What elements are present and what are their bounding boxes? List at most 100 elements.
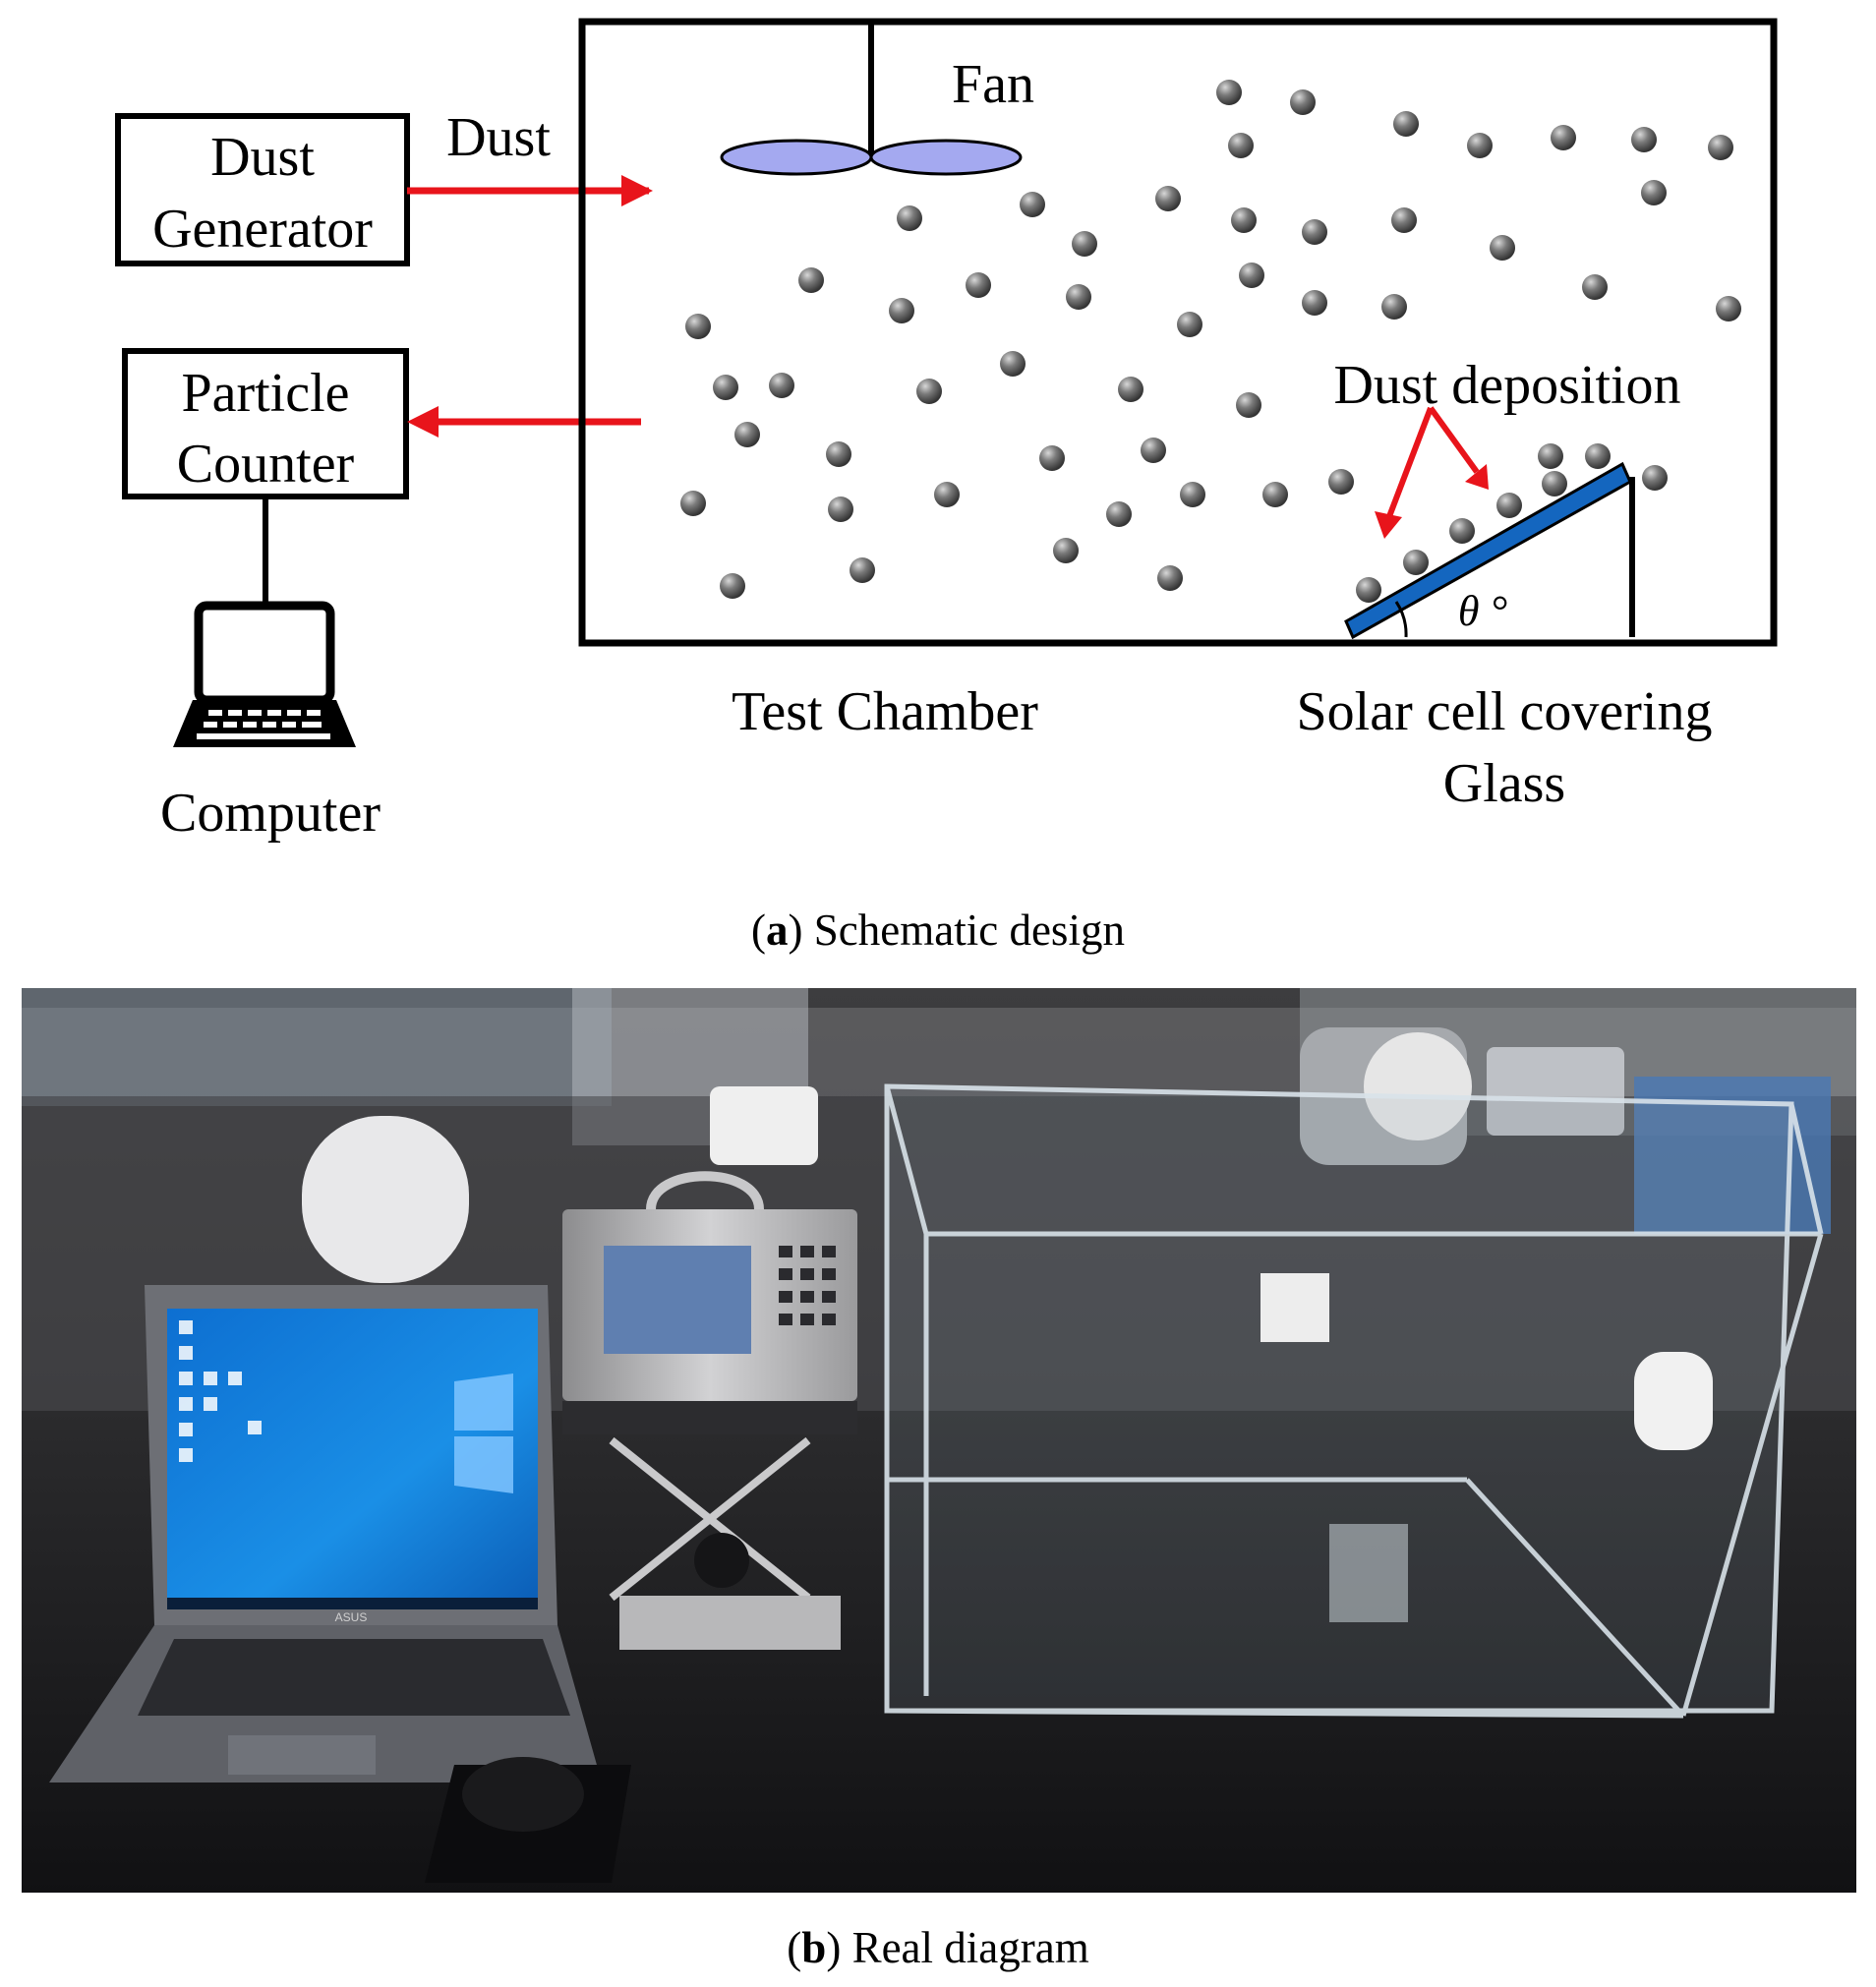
fan-blade-left (720, 139, 873, 176)
dust-particle (1020, 192, 1045, 217)
dust-generator-label-line2: Generator (152, 199, 373, 260)
deposition-arrows (1375, 406, 1489, 539)
caption-a-letter: a (766, 906, 789, 955)
dust-particle (1449, 518, 1475, 544)
computer-label: Computer (160, 783, 381, 844)
particle-counter-box: Particle Counter (122, 348, 409, 499)
dust-particle (1106, 501, 1132, 527)
dust-deposition-label: Dust deposition (1333, 355, 1680, 416)
dust-particle (966, 272, 991, 298)
dust-particle (1403, 550, 1429, 575)
dust-particle (769, 373, 794, 398)
dust-particle (934, 482, 960, 507)
dust-particle (916, 379, 942, 404)
caption-a: (a) Schematic design (751, 906, 1125, 955)
particle-counter-label-line1: Particle (181, 363, 349, 424)
caption-b: (b) Real diagram (787, 1923, 1089, 1972)
particle-counter-display (604, 1246, 751, 1354)
dust-particle (685, 314, 711, 339)
sample-output-arrow-head (407, 406, 439, 438)
dust-particle (1496, 493, 1522, 518)
dust-particle (1356, 577, 1381, 603)
dust-particle (1072, 231, 1097, 257)
dust-particle (1302, 290, 1327, 316)
solar-glass-panel (1344, 461, 1632, 640)
dust-arrow-label: Dust (446, 107, 551, 168)
dust-particle (1231, 207, 1257, 233)
white-bottle (302, 1116, 469, 1283)
caption-b-letter: b (801, 1923, 827, 1972)
dust-particle (1582, 274, 1608, 300)
dust-particle (1216, 80, 1242, 105)
fan (720, 22, 1023, 176)
dust-particle (850, 557, 875, 583)
angle-arc (1394, 601, 1408, 638)
dust-particle (1180, 482, 1205, 507)
dust-particle (1066, 284, 1091, 310)
dust-particle (1236, 392, 1261, 418)
solar-glass-label-line1: Solar cell covering (1297, 681, 1713, 742)
dust-particle (1641, 180, 1667, 205)
particle-counter-label-line2: Counter (177, 434, 355, 495)
caption-a-text: Schematic design (802, 906, 1125, 955)
dust-particle (1585, 443, 1611, 469)
dust-particle (1141, 438, 1166, 463)
dust-particles (680, 80, 1741, 603)
dust-particle (1391, 207, 1417, 233)
lab-jack-knob (694, 1533, 749, 1588)
dust-particle (1302, 219, 1327, 245)
test-chamber-label: Test Chamber (732, 681, 1038, 742)
acrylic-test-chamber (884, 1083, 1824, 1719)
dust-particle (734, 422, 760, 447)
dust-particle (1039, 445, 1065, 471)
dust-particle (897, 205, 922, 231)
dust-particle (1716, 296, 1741, 321)
dust-particle (720, 573, 745, 599)
computer-icon (173, 601, 356, 747)
dust-particle (1642, 465, 1668, 491)
power-strip (1260, 1273, 1329, 1342)
schematic-diagram: Dust Generator Particle Counter Computer… (115, 18, 1778, 844)
dust-particle (1551, 125, 1576, 150)
dust-input-arrow-head (621, 175, 653, 206)
dust-particle (713, 375, 738, 400)
fan-blade-right (869, 139, 1023, 176)
dust-particle (1631, 127, 1657, 152)
dust-particle (1000, 351, 1026, 377)
dust-particle (1262, 482, 1288, 507)
dust-particle (1542, 471, 1567, 497)
dust-particle (680, 491, 706, 516)
dust-particle (1177, 312, 1202, 337)
dust-particle (1239, 263, 1264, 288)
caption-b-text: Real diagram (841, 1923, 1089, 1972)
mouse (462, 1757, 584, 1832)
dust-particle (1538, 443, 1563, 469)
lab-jack-base (619, 1596, 841, 1650)
dust-particle (1053, 538, 1079, 563)
test-chamber (578, 18, 1778, 647)
laptop-brand-logo: ASUS (335, 1610, 368, 1624)
angle-label: θ ° (1458, 587, 1507, 635)
dust-particle (1467, 133, 1493, 158)
dust-particle (1290, 89, 1316, 115)
lab-photo: ASUS (22, 988, 1856, 1893)
solar-glass-assembly (1344, 461, 1635, 640)
solar-glass-label-line2: Glass (1443, 753, 1565, 814)
particle-counter-device (562, 1171, 857, 1650)
dust-particle (1381, 294, 1407, 320)
dust-particle (1393, 111, 1419, 137)
dust-particle (1708, 135, 1733, 160)
fan-label: Fan (952, 54, 1034, 115)
dust-particle (1118, 377, 1143, 402)
dust-generator-label-line1: Dust (210, 127, 315, 188)
dust-particle (826, 441, 851, 467)
dust-particle (1157, 565, 1183, 591)
dust-generator-box: Dust Generator (115, 113, 410, 266)
dust-particle (889, 298, 914, 323)
dust-particle (1490, 235, 1515, 261)
dust-particle (1328, 469, 1354, 495)
glass-sample-holder (1329, 1524, 1408, 1622)
dust-particle (798, 267, 824, 293)
laptop: ASUS (49, 1285, 602, 1782)
dust-particle (828, 497, 853, 522)
